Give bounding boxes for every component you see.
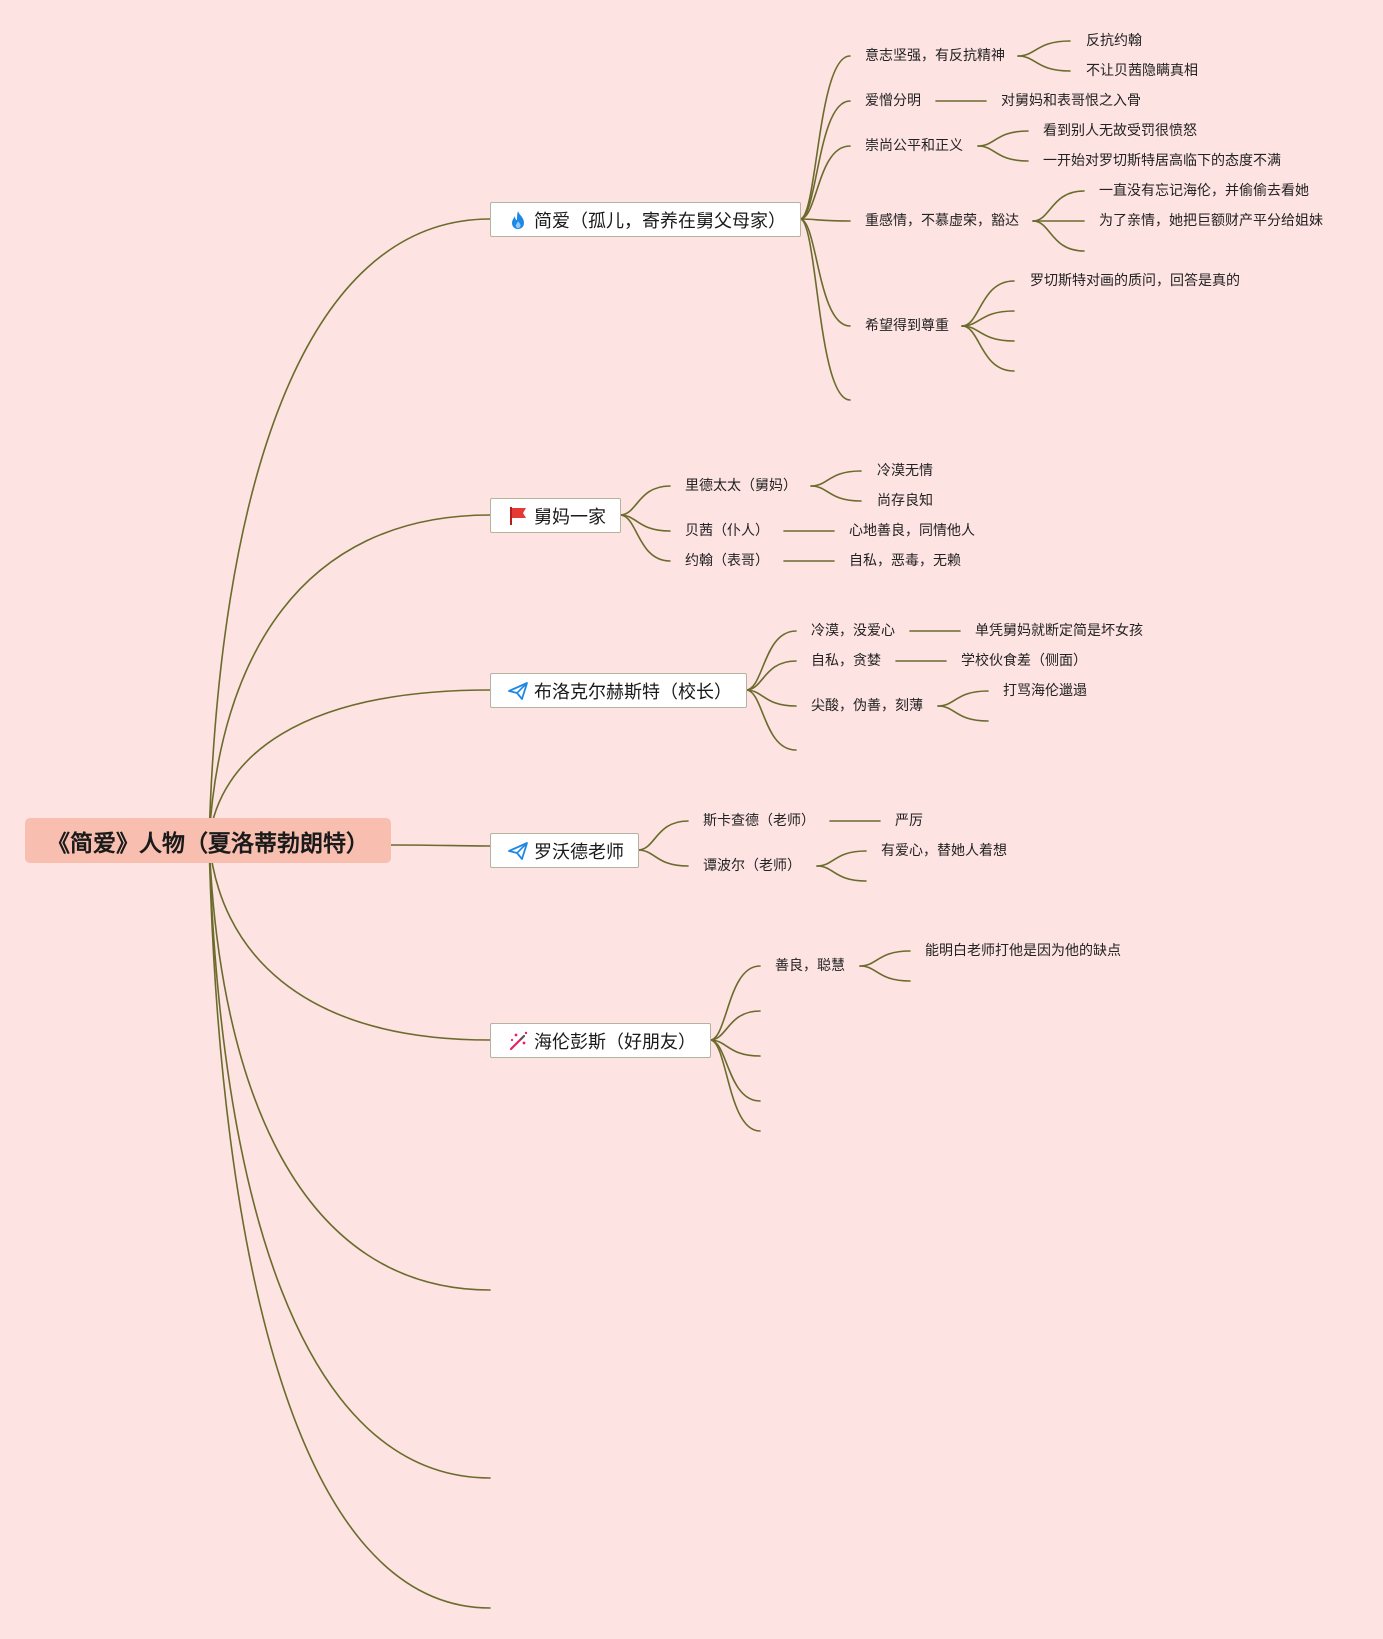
root-branch-connector — [390, 844, 491, 847]
root-branch-connector — [208, 839, 491, 1041]
branch-label: 简爱（孤儿，寄养在舅父母家） — [534, 210, 786, 232]
connector — [961, 310, 1015, 327]
trait-greedy[interactable]: 自私，贪婪 — [811, 653, 881, 669]
paper-plane-icon — [507, 840, 529, 862]
connector — [961, 325, 1015, 372]
branch4-connector — [709, 1039, 761, 1057]
connector — [977, 145, 1029, 162]
branch4-connector — [709, 1010, 761, 1041]
detail-selfish-vicious[interactable]: 自私，恶毒，无赖 — [849, 553, 961, 569]
detail-unfair-punish[interactable]: 看到别人无故受罚很愤怒 — [1043, 123, 1197, 139]
person-john[interactable]: 约翰（表哥） — [685, 553, 769, 569]
branch2-connector — [745, 689, 797, 751]
person-temple[interactable]: 谭波尔（老师） — [703, 858, 801, 874]
red-flag-icon — [507, 505, 529, 527]
detail-strict[interactable]: 严厉 — [895, 813, 923, 829]
root-branch-connector — [208, 514, 491, 841]
detail-painting-answer[interactable]: 罗切斯特对画的质问，回答是真的 — [1030, 273, 1240, 289]
detail-cold-heartless[interactable]: 冷漠无情 — [877, 463, 933, 479]
magic-wand-icon — [507, 1030, 529, 1052]
detail-kind-hearted[interactable]: 心地善良，同情他人 — [849, 523, 975, 539]
branch-helen-burns[interactable]: 海伦彭斯（好朋友） — [490, 1023, 711, 1058]
detail-hate-aunt[interactable]: 对舅妈和表哥恨之入骨 — [1001, 93, 1141, 109]
branch2-connector — [745, 630, 797, 691]
branch0-connector — [799, 218, 851, 401]
connector — [810, 485, 862, 502]
branch-brocklehurst[interactable]: 布洛克尔赫斯特（校长） — [490, 673, 747, 708]
branch4-connector — [709, 1039, 761, 1102]
connector — [810, 470, 862, 487]
trait-affection[interactable]: 重感情，不慕虚荣，豁达 — [865, 213, 1019, 229]
connector — [977, 130, 1029, 147]
branch4-connector — [709, 965, 761, 1041]
connector — [859, 950, 911, 967]
person-mrs-reed[interactable]: 里德太太（舅妈） — [685, 478, 797, 494]
fire-icon — [507, 209, 529, 231]
root-topic-label: 《简爱》人物（夏洛蒂勃朗特） — [47, 830, 369, 857]
root-branch-connector — [208, 839, 491, 1609]
root-topic[interactable]: 《简爱》人物（夏洛蒂勃朗特） — [25, 818, 391, 863]
trait-cold[interactable]: 冷漠，没爱心 — [811, 623, 895, 639]
connector — [1017, 40, 1071, 57]
trait-strong-will[interactable]: 意志坚强，有反抗精神 — [865, 48, 1005, 64]
connector — [961, 325, 1015, 342]
root-branch-connector — [208, 218, 491, 841]
detail-share-fortune[interactable]: 为了亲情，她把巨额财产平分给姐妹 — [1099, 213, 1323, 229]
branch4-connector — [709, 1039, 761, 1132]
root-branch-connector — [208, 839, 491, 1479]
trait-love-hate[interactable]: 爱憎分明 — [865, 93, 921, 109]
detail-scold-helen[interactable]: 打骂海伦邋遢 — [1003, 683, 1087, 699]
connector — [1032, 220, 1085, 252]
detail-remember-helen[interactable]: 一直没有忘记海伦，并偷偷去看她 — [1099, 183, 1309, 199]
branch3-connector — [637, 820, 689, 851]
connector — [816, 865, 867, 882]
connector — [1017, 55, 1071, 72]
detail-rochester-attitude[interactable]: 一开始对罗切斯特居高临下的态度不满 — [1043, 153, 1281, 169]
connector — [937, 705, 989, 722]
paper-plane-icon — [507, 680, 529, 702]
branch0-connector — [799, 218, 851, 222]
trait-kind-smart[interactable]: 善良，聪慧 — [775, 958, 845, 974]
branch0-connector — [799, 100, 851, 220]
branch0-connector — [799, 55, 851, 220]
connector — [816, 850, 867, 867]
branch2-connector — [745, 689, 797, 707]
branch1-connector — [619, 485, 671, 516]
connector — [937, 690, 989, 707]
branch-label: 罗沃德老师 — [534, 841, 624, 863]
connector — [1032, 190, 1085, 222]
branch3-connector — [637, 849, 689, 867]
detail-resist-john[interactable]: 反抗约翰 — [1086, 33, 1142, 49]
detail-caring[interactable]: 有爱心，替她人着想 — [881, 843, 1007, 859]
connector — [859, 965, 911, 982]
connector — [961, 280, 1015, 327]
branch1-connector — [619, 514, 671, 562]
detail-conscience[interactable]: 尚存良知 — [877, 493, 933, 509]
person-scatcherd[interactable]: 斯卡查德（老师） — [703, 813, 815, 829]
detail-judge-jane[interactable]: 单凭舅妈就断定简是坏女孩 — [975, 623, 1143, 639]
branch-label: 舅妈一家 — [534, 506, 606, 528]
root-branch-connector — [208, 839, 491, 1291]
branch-aunt-family[interactable]: 舅妈一家 — [490, 498, 621, 533]
branch0-connector — [799, 218, 851, 327]
detail-bessie-truth[interactable]: 不让贝茜隐瞒真相 — [1086, 63, 1198, 79]
trait-justice[interactable]: 崇尚公平和正义 — [865, 138, 963, 154]
branch-jane-eyre[interactable]: 简爱（孤儿，寄养在舅父母家） — [490, 202, 801, 237]
detail-understand-teacher[interactable]: 能明白老师打他是因为他的缺点 — [925, 943, 1121, 959]
branch-label: 布洛克尔赫斯特（校长） — [534, 681, 732, 703]
branch-label: 海伦彭斯（好朋友） — [534, 1031, 696, 1053]
branch-lowood-teachers[interactable]: 罗沃德老师 — [490, 833, 639, 868]
trait-hypocrite[interactable]: 尖酸，伪善，刻薄 — [811, 698, 923, 714]
person-bessie[interactable]: 贝茜（仆人） — [685, 523, 769, 539]
branch0-connector — [799, 145, 851, 220]
detail-poor-food[interactable]: 学校伙食差（侧面） — [961, 653, 1087, 669]
branch2-connector — [745, 660, 797, 691]
root-branch-connector — [208, 689, 491, 841]
trait-respect[interactable]: 希望得到尊重 — [865, 318, 949, 334]
